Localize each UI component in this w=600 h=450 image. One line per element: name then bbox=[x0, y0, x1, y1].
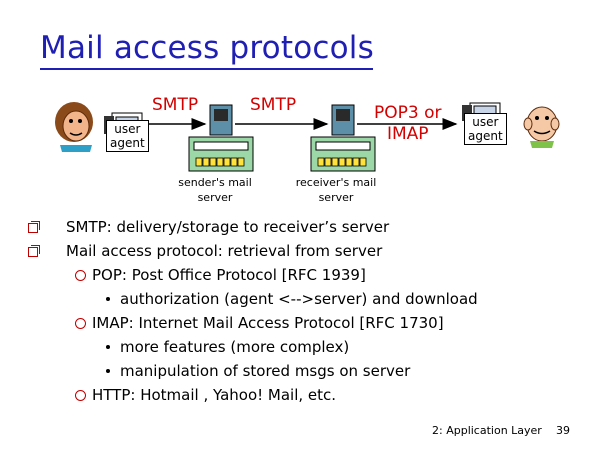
bullet-smtp: SMTP: delivery/storage to receiver’s ser… bbox=[28, 215, 588, 239]
receiver-server-label: receiver's mail server bbox=[295, 176, 377, 204]
protocol-smtp-1: SMTP bbox=[152, 95, 199, 115]
bullet-http: HTTP: Hotmail , Yahoo! Mail, etc. bbox=[28, 383, 588, 407]
bullet-marker bbox=[106, 369, 110, 373]
page-number: 39 bbox=[556, 424, 570, 437]
bullet-marker bbox=[106, 297, 110, 301]
mail-flow-diagram bbox=[55, 102, 560, 172]
bullet-mail-access: Mail access protocol: retrieval from ser… bbox=[28, 239, 588, 263]
title-underline bbox=[40, 68, 373, 70]
left-person-icon bbox=[55, 102, 93, 152]
slide-footer: 2: Application Layer bbox=[432, 424, 542, 437]
right-person-icon bbox=[523, 106, 560, 148]
bullet-marker bbox=[75, 390, 86, 401]
bullet-marker bbox=[28, 245, 40, 257]
left-user-agent-label: user agent bbox=[106, 120, 149, 152]
bullet-imap: IMAP: Internet Mail Access Protocol [RFC… bbox=[28, 311, 588, 335]
bullet-list: SMTP: delivery/storage to receiver’s ser… bbox=[28, 215, 588, 407]
protocol-smtp-2: SMTP bbox=[250, 95, 297, 115]
receiver-server-icon bbox=[310, 104, 376, 172]
bullet-marker bbox=[75, 318, 86, 329]
right-user-agent-label: user agent bbox=[464, 113, 507, 145]
bullet-pop: POP: Post Office Protocol [RFC 1939] bbox=[28, 263, 588, 287]
bullet-marker bbox=[75, 270, 86, 281]
protocol-pop3-imap: POP3 or IMAP bbox=[374, 103, 442, 144]
sender-server-label: sender's mail server bbox=[178, 176, 252, 204]
slide-title: Mail access protocols bbox=[40, 30, 374, 66]
bullet-imap-detail-2: manipulation of stored msgs on server bbox=[28, 359, 588, 383]
bullet-imap-detail-1: more features (more complex) bbox=[28, 335, 588, 359]
sender-server-icon bbox=[188, 104, 254, 172]
bullet-marker bbox=[28, 221, 40, 233]
bullet-marker bbox=[106, 345, 110, 349]
bullet-pop-detail: authorization (agent <-->server) and dow… bbox=[28, 287, 588, 311]
